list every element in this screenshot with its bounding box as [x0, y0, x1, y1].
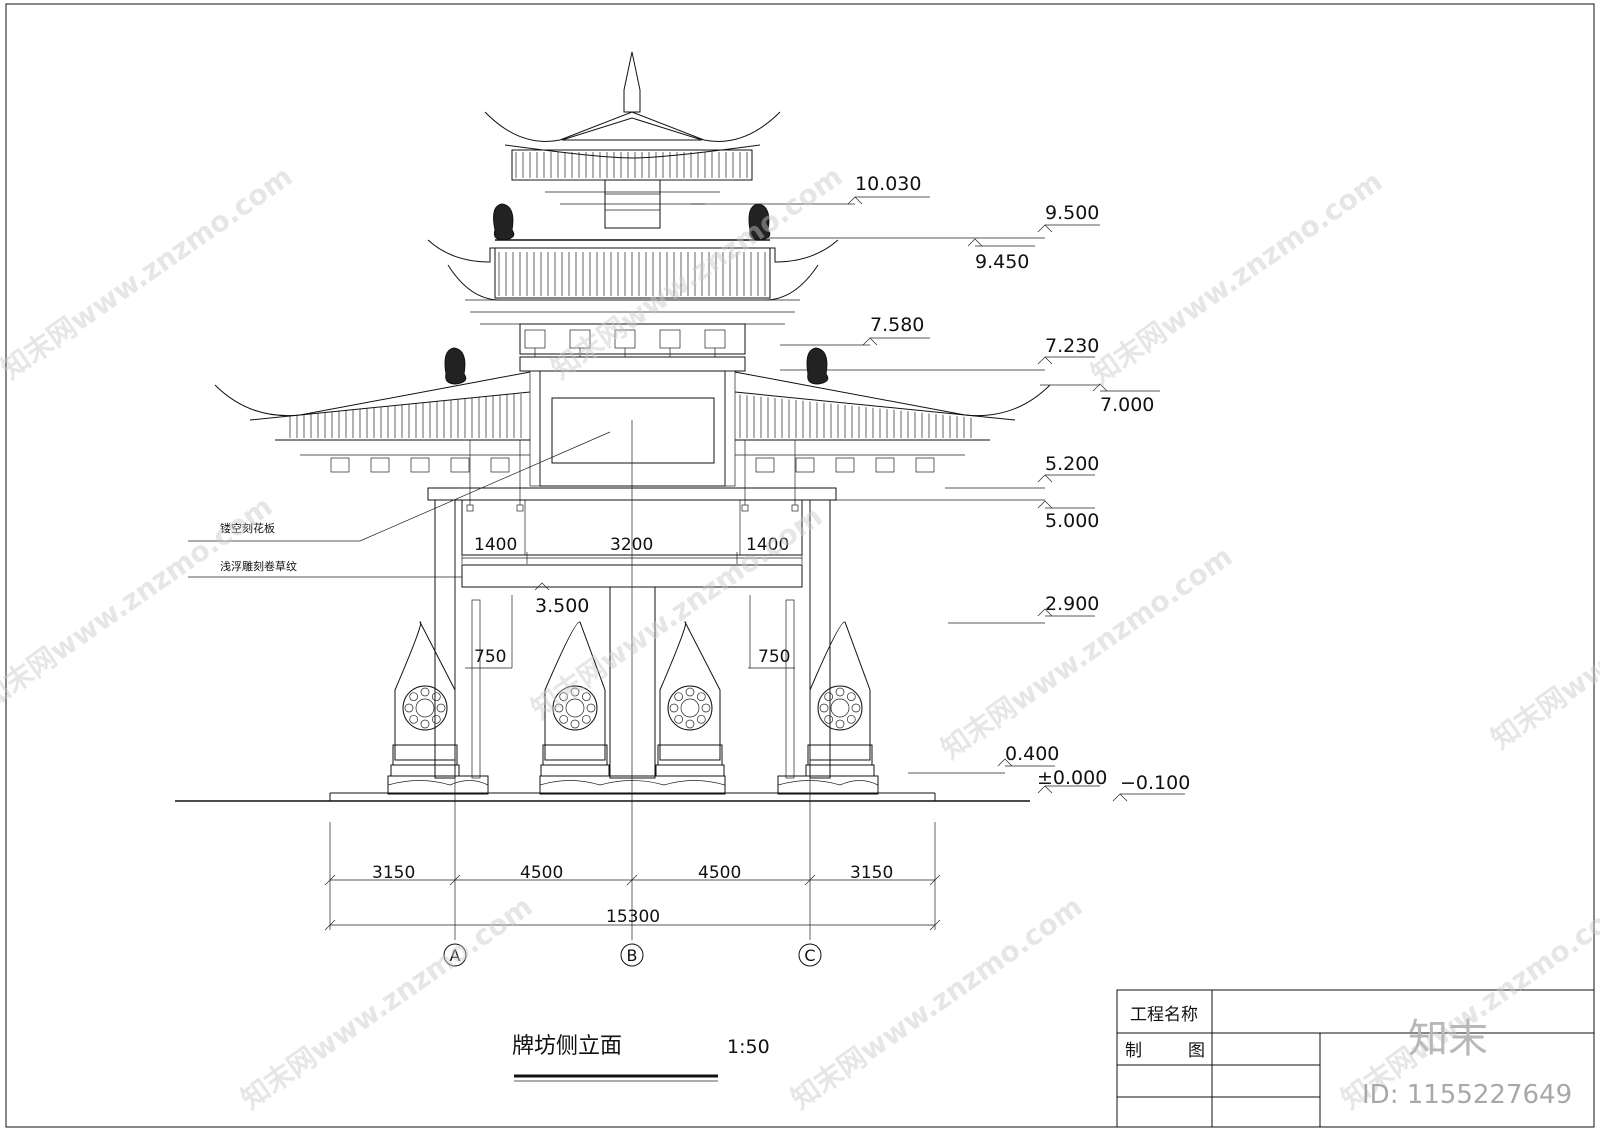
watermark-3: 知末网www.znzmo.com — [1085, 165, 1388, 391]
title-block: 工程名称 制 图 — [1116, 989, 1595, 1128]
elev-7580: 7.580 — [870, 314, 924, 336]
dim-bay-3: 4500 — [698, 863, 741, 883]
watermark-8: 知末网www.znzmo.com — [235, 890, 538, 1116]
paifang-elevation — [175, 51, 1051, 940]
dim-bay-4: 3150 — [850, 863, 893, 883]
plinths — [387, 775, 879, 795]
watermark-4: 知末网www.znzmo.com — [0, 490, 278, 716]
axis-b: B — [627, 946, 638, 965]
lion-statue — [444, 203, 829, 385]
drawing-title-text: 牌坊侧立面 — [512, 1034, 622, 1059]
sheet-border — [5, 3, 1595, 1128]
drawing-scale: 1:50 — [727, 1036, 770, 1058]
watermark-7: 知末网www.znzmo.com — [1485, 530, 1600, 756]
elev-10030: 10.030 — [855, 173, 921, 195]
note-openwork-panel: 镂空刻花板 — [220, 521, 275, 535]
dim-bay-2: 4500 — [520, 863, 563, 883]
middle-roof — [427, 239, 839, 357]
elev-5000: 5.000 — [1045, 510, 1099, 532]
dim-upper-center: 3200 — [610, 535, 653, 555]
dim-inner-right: 750 — [758, 647, 790, 667]
watermarks: 知末网www.znzmo.com 知末网www.znzmo.com 知末网www… — [0, 160, 1600, 1116]
lower-roofs — [214, 371, 1051, 512]
brand-id: ID: 1155227649 — [1362, 1080, 1572, 1110]
elev-9500: 9.500 — [1045, 202, 1099, 224]
elev-7000: 7.000 — [1100, 394, 1154, 416]
brand-logo: 知末 — [1408, 1016, 1488, 1062]
axis-c: C — [804, 946, 815, 965]
title-block-drawn-2: 图 — [1188, 1041, 1205, 1061]
dim-bay-1: 3150 — [372, 863, 415, 883]
central-plaque — [519, 356, 746, 487]
elev-minus0100: −0.100 — [1120, 772, 1190, 794]
axis-markers: A B C — [443, 943, 822, 967]
elev-9450: 9.450 — [975, 251, 1029, 273]
dim-upper-right: 1400 — [746, 535, 789, 555]
dimension-lines: 1400 3200 1400 750 750 3150 4500 4500 31… — [324, 535, 941, 931]
title-block-project-label: 工程名称 — [1130, 1005, 1198, 1025]
top-roof — [484, 51, 781, 229]
annotation-notes: 镂空刻花板 浅浮雕刻卷草纹 — [188, 431, 611, 578]
note-relief-carving: 浅浮雕刻卷草纹 — [220, 559, 297, 573]
elev-zero: ±0.000 — [1037, 767, 1107, 789]
elev-3500: 3.500 — [535, 595, 589, 617]
elevation-marks: 10.030 9.500 9.450 7.580 7.230 7.000 5.2… — [534, 173, 1190, 802]
dim-upper-left: 1400 — [474, 535, 517, 555]
elev-2900: 2.900 — [1045, 593, 1099, 615]
elev-0400: 0.400 — [1005, 743, 1059, 765]
watermark-6: 知末网www.znzmo.com — [935, 540, 1238, 766]
title-block-drawn-1: 制 — [1125, 1041, 1142, 1061]
drawing-title: 牌坊侧立面 1:50 — [512, 1034, 770, 1082]
watermark-1: 知末网www.znzmo.com — [0, 160, 298, 386]
elev-7230: 7.230 — [1045, 335, 1099, 357]
dim-inner-left: 750 — [474, 647, 506, 667]
axis-a: A — [450, 946, 461, 965]
elev-5200: 5.200 — [1045, 453, 1099, 475]
dim-total: 15300 — [606, 907, 660, 927]
watermark-2: 知末网www.znzmo.com — [545, 160, 848, 386]
